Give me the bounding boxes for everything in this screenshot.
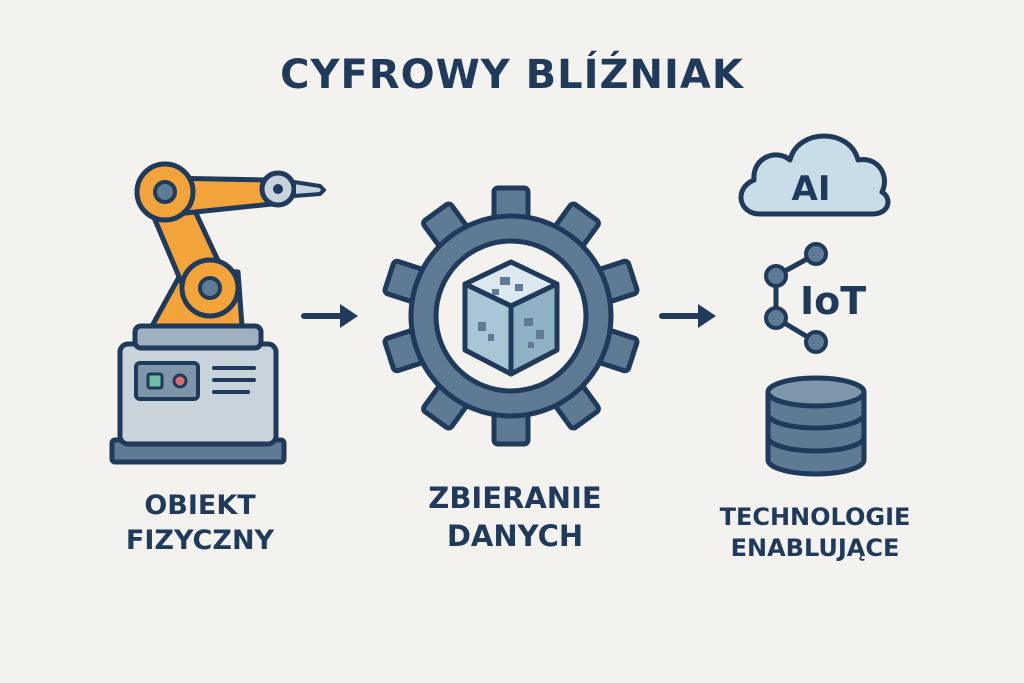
ai-label: AI xyxy=(792,169,831,209)
step-label-line: OBIEKT xyxy=(144,490,256,521)
arrow-right-icon xyxy=(301,304,358,328)
iot-network-icon: IoT xyxy=(764,242,866,354)
step-label-line: ZBIERANIE xyxy=(428,481,602,515)
robot-arm-icon xyxy=(109,161,326,465)
page-title: CYFROWY BLÍŹNIAK xyxy=(280,52,744,98)
step-label-physical-object: OBIEKT FIZYCZNY xyxy=(100,488,300,558)
cube-icon xyxy=(462,259,560,377)
step-label-line: FIZYCZNY xyxy=(125,525,275,557)
step-label-line: DANYCH xyxy=(446,518,584,553)
database-icon xyxy=(765,375,867,477)
iot-label: IoT xyxy=(800,279,866,323)
step-label-enabling-technologies: TECHNOLOGIE ENABLUJĄCE xyxy=(690,502,940,564)
cloud-icon: AI xyxy=(738,133,891,217)
step-label-line: TECHNOLOGIE xyxy=(719,503,911,531)
step-label-data-collection: ZBIERANIE DANYCH xyxy=(395,480,635,555)
step-label-line: ENABLUJĄCE xyxy=(730,534,900,563)
arrow-right-icon xyxy=(659,304,716,328)
